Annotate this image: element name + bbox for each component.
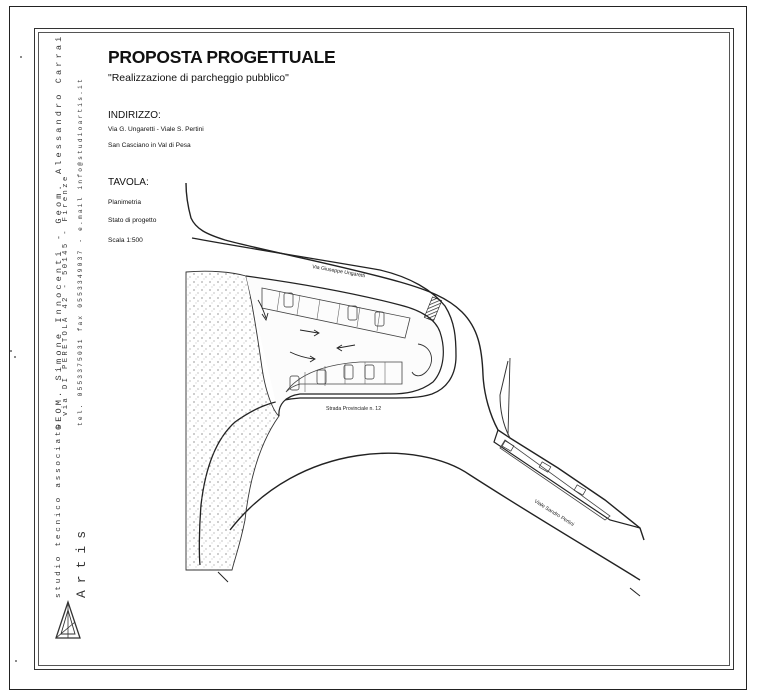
address-heading: INDIRIZZO: bbox=[108, 110, 161, 121]
arrow-icon bbox=[257, 299, 356, 363]
sheet-outer-border bbox=[9, 6, 747, 690]
sheet-inner-border bbox=[34, 28, 734, 670]
tavola-heading: TAVOLA: bbox=[108, 177, 149, 188]
tavola-scale: Scala 1:500 bbox=[108, 237, 143, 244]
page-title: PROPOSTA PROGETTUALE bbox=[108, 47, 336, 67]
scan-speck bbox=[15, 660, 17, 662]
tavola-line-1: Planimetria bbox=[108, 199, 141, 206]
street-label-viale-pertini: Viale Sandro Pertini bbox=[533, 499, 575, 528]
address-line-2: San Casciano in Val di Pesa bbox=[108, 142, 191, 149]
street-label-strada-provinciale: Strada Provinciale n. 12 bbox=[326, 406, 381, 412]
address-line-1: Via G. Ungaretti - Viale S. Pertini bbox=[108, 126, 204, 133]
artis-triangle-logo-icon bbox=[55, 599, 81, 639]
scan-speck bbox=[14, 356, 16, 358]
scan-speck bbox=[20, 56, 22, 58]
sheet-inner-border-secondary bbox=[38, 32, 730, 666]
scan-speck bbox=[10, 350, 12, 352]
page-subtitle: "Realizzazione di parcheggio pubblico" bbox=[108, 72, 289, 84]
tavola-line-2: Stato di progetto bbox=[108, 217, 157, 224]
